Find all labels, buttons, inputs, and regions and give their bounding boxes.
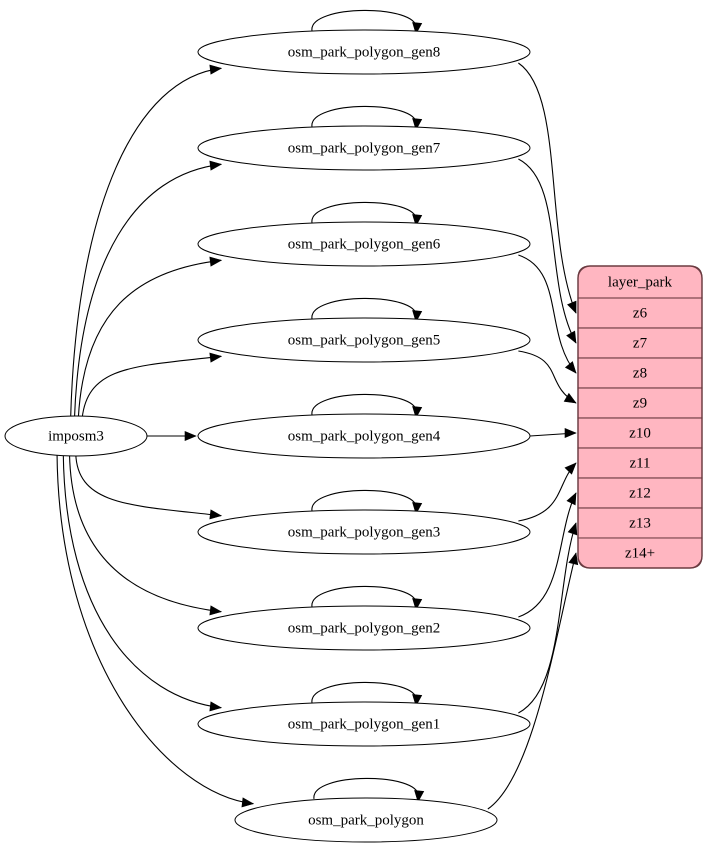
arrowhead-gen6-to-z8 <box>564 361 577 374</box>
self-loop-gen2 <box>311 585 417 607</box>
edge-imposm3-to-gen6 <box>77 259 222 419</box>
node-imposm3-label: imposm3 <box>48 428 104 444</box>
table-row-label-z8: z8 <box>633 365 647 381</box>
arrowhead-imposm3-to-gen7 <box>209 160 223 171</box>
arrowhead-self-loop-gen3 <box>412 502 423 515</box>
table-row-label-z13: z13 <box>629 515 651 531</box>
node-gen2-shape <box>197 605 531 651</box>
edge-imposm3-to-gen1 <box>62 453 222 709</box>
edge-gen7-to-z7 <box>518 158 577 344</box>
node-gen5-label: osm_park_polygon_gen5 <box>288 332 440 348</box>
node-imposm3-shape <box>4 415 148 457</box>
arrowhead-gen1-to-z13 <box>567 522 578 536</box>
arrowhead-base-to-z14+ <box>568 552 579 566</box>
node-gen5[interactable]: osm_park_polygon_gen5 <box>197 317 531 363</box>
arrowhead-self-loop-gen1 <box>412 694 423 707</box>
table-row-label-z10: z10 <box>629 425 651 441</box>
table-row-label-z14+: z14+ <box>625 545 655 561</box>
node-gen2[interactable]: osm_park_polygon_gen2 <box>197 605 531 651</box>
table-row-label-z11: z11 <box>629 455 650 471</box>
arrowhead-imposm3-to-gen3 <box>209 509 223 520</box>
table-row-label-z12: z12 <box>629 485 651 501</box>
arrowhead-gen2-to-z12 <box>566 492 577 506</box>
table-row-label-z6: z6 <box>633 305 648 321</box>
node-gen8[interactable]: osm_park_polygon_gen8 <box>197 29 531 75</box>
edge-gen3-to-z11 <box>518 462 577 522</box>
node-gen4[interactable]: osm_park_polygon_gen4 <box>197 413 531 459</box>
table-row-label-z9: z9 <box>633 395 647 411</box>
node-base-label: osm_park_polygon <box>308 812 424 828</box>
edge-gen1-to-z13 <box>518 522 577 714</box>
layer-park-table: layer_park z6 z7 z8 z9 z10 z11 z12 z13 z14+ <box>577 265 703 569</box>
self-loop-gen6 <box>311 201 417 223</box>
node-gen8-shape <box>197 29 531 75</box>
edge-imposm3-to-gen8 <box>70 67 222 419</box>
edge-gen6-to-z8 <box>518 254 577 374</box>
arrowhead-imposm3-to-gen1 <box>209 701 223 712</box>
arrowhead-self-loop-gen4 <box>412 406 423 419</box>
node-imposm3[interactable]: imposm3 <box>4 415 148 457</box>
node-gen7-shape <box>197 125 531 171</box>
arrowhead-imposm3-to-gen2 <box>209 605 223 616</box>
table-row-z6[interactable] <box>577 297 703 329</box>
self-loop-gen3 <box>311 489 417 511</box>
edges-layer <box>56 9 579 810</box>
node-gen6-label: osm_park_polygon_gen6 <box>288 236 441 252</box>
node-gen7[interactable]: osm_park_polygon_gen7 <box>197 125 531 171</box>
arrowhead-self-loop-gen7 <box>412 118 423 131</box>
self-loop-gen5 <box>311 297 417 319</box>
arrowhead-imposm3-to-gen8 <box>209 64 223 75</box>
arrowhead-gen7-to-z7 <box>566 330 577 344</box>
table-outline <box>577 265 703 569</box>
arrowhead-gen3-to-z11 <box>564 462 577 475</box>
arrowhead-gen8-to-z6 <box>567 300 577 314</box>
nodes-layer: imposm3 osm_park_polygon_gen8 osm_park_pol… <box>4 29 531 843</box>
node-gen7-label: osm_park_polygon_gen7 <box>288 140 441 156</box>
arrowhead-imposm3-to-base <box>241 797 255 808</box>
edge-gen8-to-z6 <box>518 62 577 314</box>
self-loop-gen4 <box>311 393 417 415</box>
arrowhead-self-loop-base <box>414 790 425 803</box>
node-gen6-shape <box>197 221 531 267</box>
edge-imposm3-to-gen7 <box>73 163 222 419</box>
node-gen4-label: osm_park_polygon_gen4 <box>288 428 441 444</box>
node-gen5-shape <box>197 317 531 363</box>
self-loop-gen7 <box>311 105 417 127</box>
arrowhead-self-loop-gen5 <box>412 310 423 323</box>
table-header-label: layer_park <box>608 274 673 290</box>
node-gen3[interactable]: osm_park_polygon_gen3 <box>197 509 531 555</box>
node-gen1-shape <box>197 701 531 747</box>
self-loop-base <box>313 777 419 799</box>
arrowhead-self-loop-gen2 <box>412 598 423 611</box>
edge-base-to-z14+ <box>487 552 577 810</box>
arrowhead-gen4-to-z10 <box>564 427 577 439</box>
edge-imposm3-to-gen3 <box>75 453 222 517</box>
self-loop-gen1 <box>311 681 417 703</box>
node-base-shape <box>234 797 498 843</box>
arrowhead-imposm3-to-gen6 <box>209 256 223 267</box>
arrowhead-imposm3-to-gen4 <box>184 430 197 442</box>
self-loop-gen8 <box>311 9 417 31</box>
node-gen1[interactable]: osm_park_polygon_gen1 <box>197 701 531 747</box>
node-base[interactable]: osm_park_polygon <box>234 797 498 843</box>
node-gen1-label: osm_park_polygon_gen1 <box>288 716 440 732</box>
table-row-label-z7: z7 <box>633 335 648 351</box>
node-gen8-label: osm_park_polygon_gen8 <box>288 44 440 60</box>
node-gen3-shape <box>197 509 531 555</box>
node-gen2-label: osm_park_polygon_gen2 <box>288 620 440 636</box>
arrowhead-self-loop-gen6 <box>412 214 423 227</box>
edge-imposm3-to-gen2 <box>68 453 222 613</box>
node-gen4-shape <box>197 413 531 459</box>
node-gen3-label: osm_park_polygon_gen3 <box>288 524 440 540</box>
table-row-z9[interactable] <box>577 387 703 419</box>
node-gen6[interactable]: osm_park_polygon_gen6 <box>197 221 531 267</box>
edge-imposm3-to-gen5 <box>81 355 222 419</box>
arrowhead-gen5-to-z9 <box>563 392 577 404</box>
table-row-z10[interactable] <box>577 417 703 449</box>
arrowhead-self-loop-gen8 <box>412 22 423 35</box>
arrowhead-imposm3-to-gen5 <box>209 352 223 363</box>
edge-imposm3-to-base <box>56 453 254 805</box>
edge-gen2-to-z12 <box>518 492 577 618</box>
